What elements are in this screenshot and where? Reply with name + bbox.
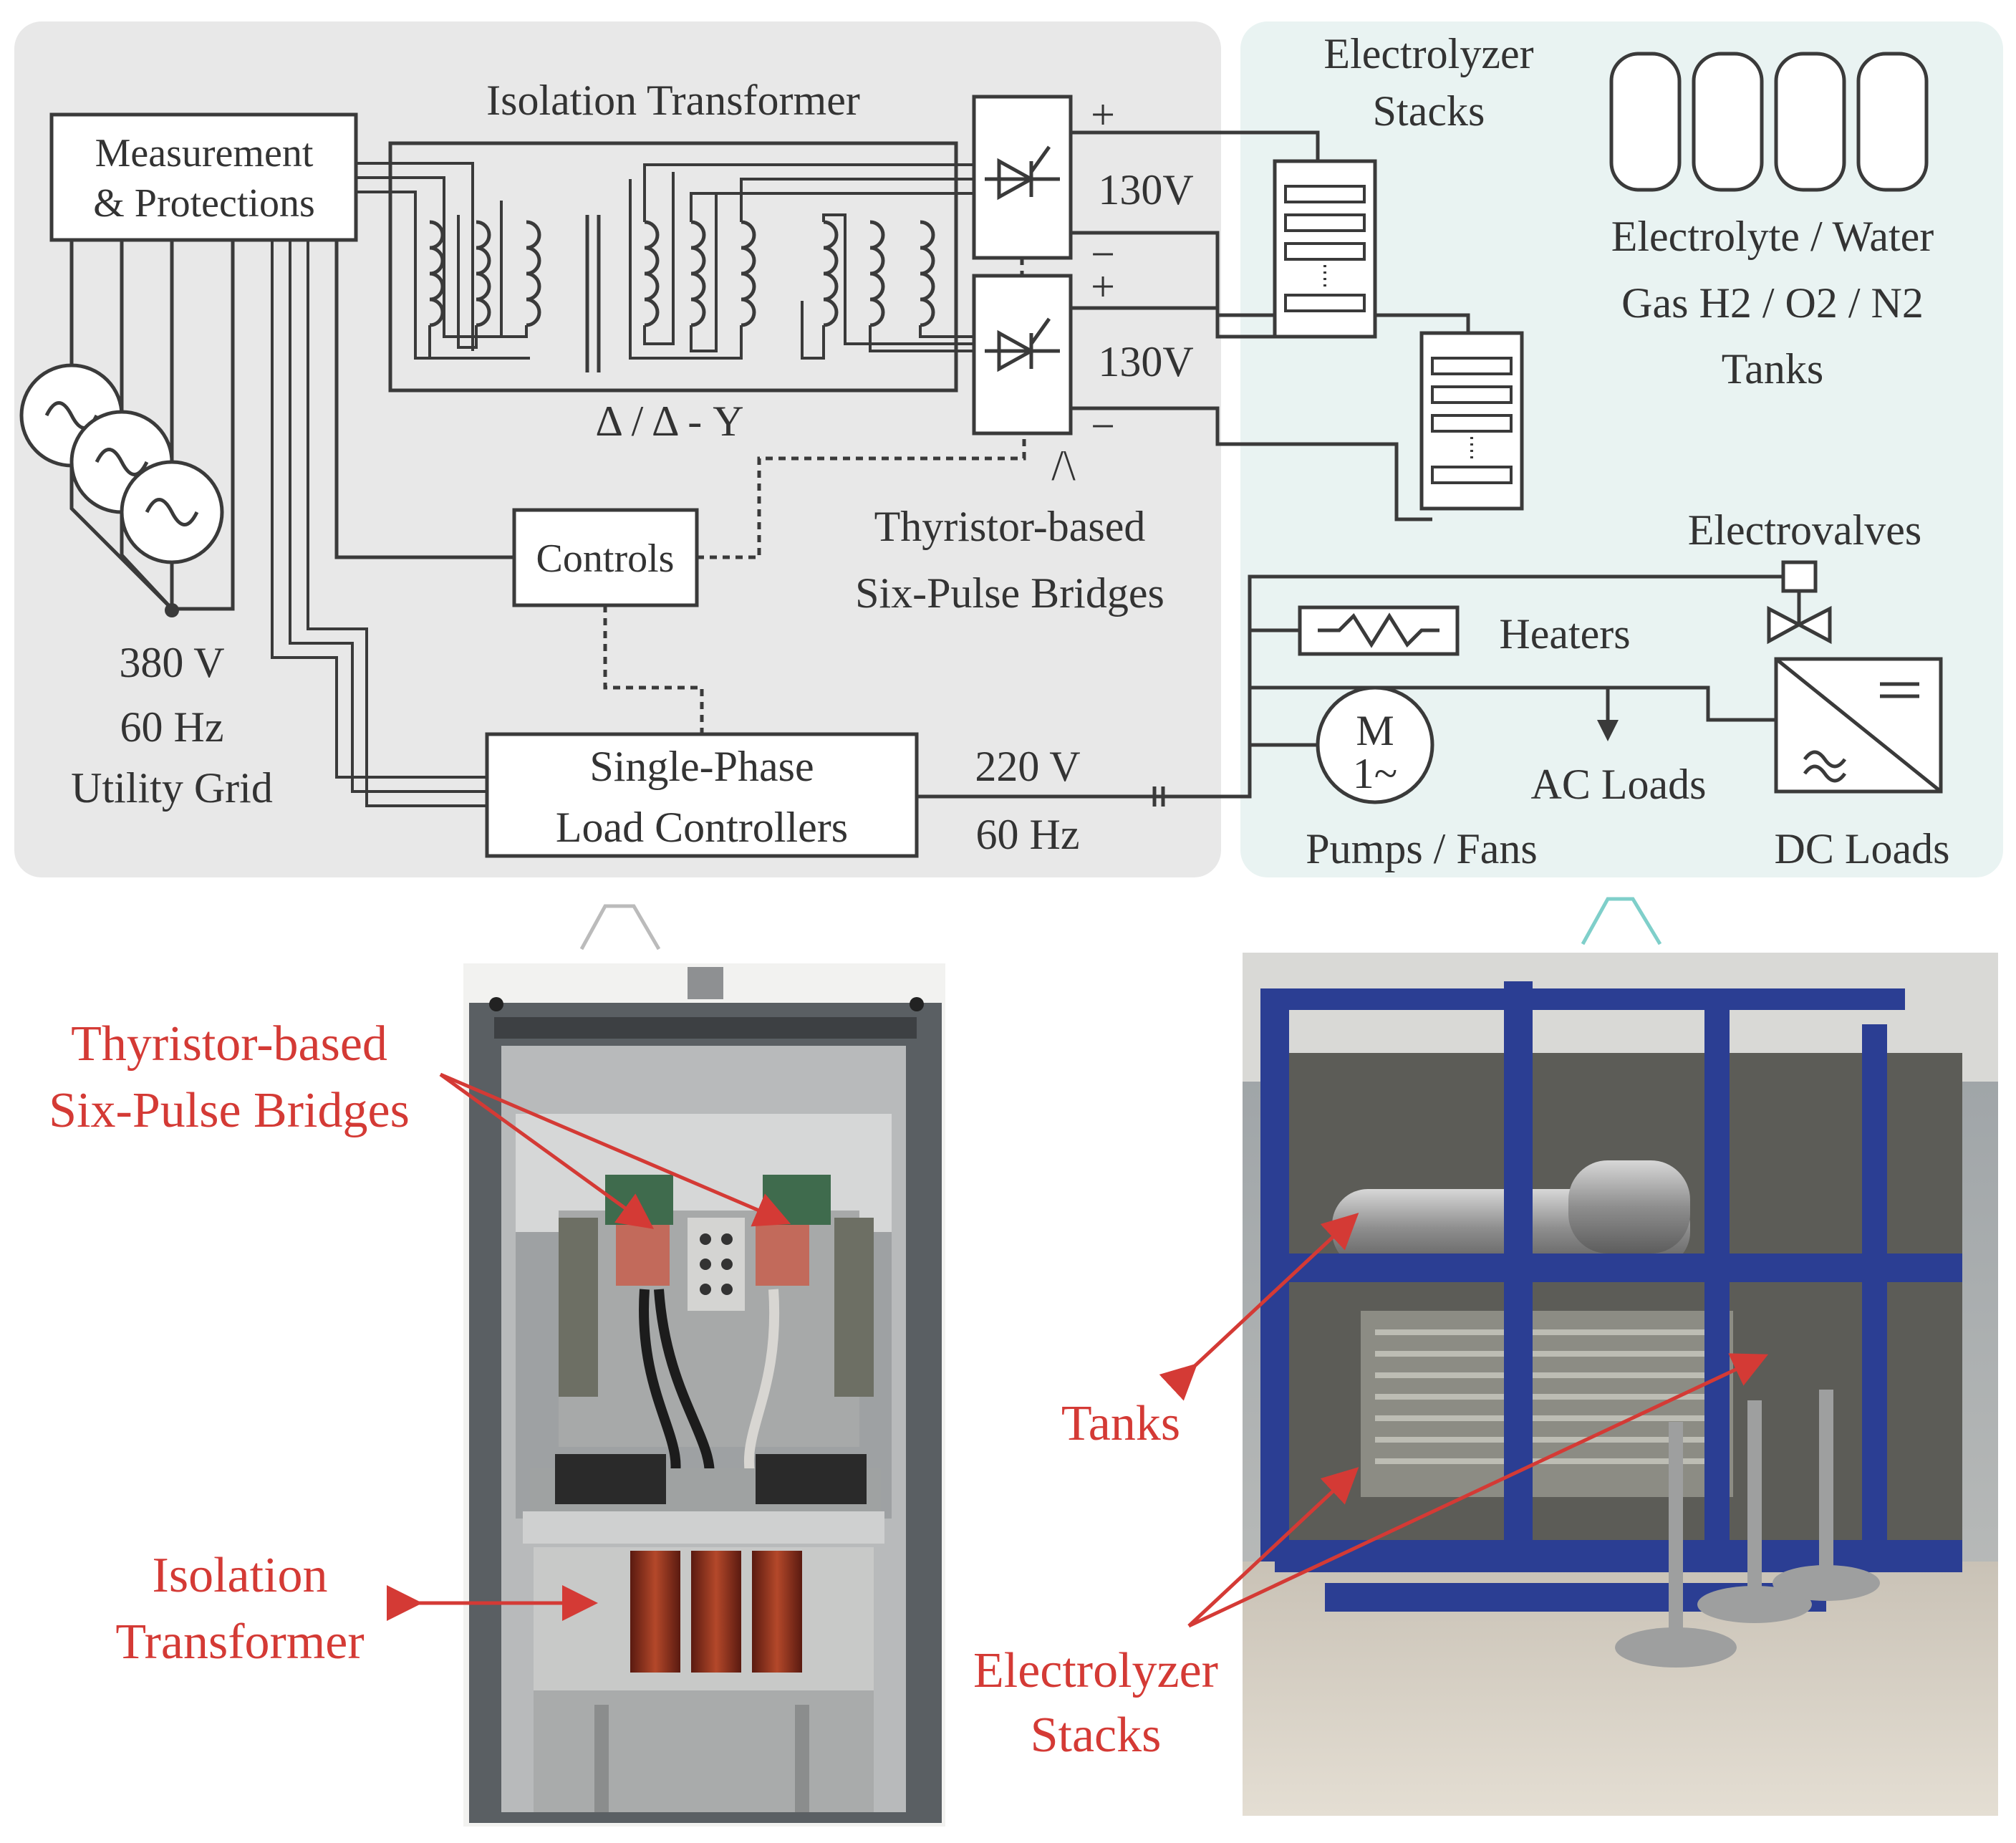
photo-bridges-label-line1: Thyristor-based (71, 1016, 387, 1072)
heater-symbol (1298, 605, 1460, 656)
measurement-label-line2: & Protections (93, 181, 315, 226)
bridges-label-line2: Six-Pulse Bridges (855, 569, 1164, 617)
measurement-protections-block: Measurement & Protections (49, 112, 358, 242)
load-ctrl-line1: Single-Phase (589, 743, 814, 790)
load-ctrl-line2: Load Controllers (556, 804, 848, 851)
tanks-label-line2: Gas H2 / O2 / N2 (1621, 279, 1924, 327)
plus-top: + (1091, 91, 1115, 138)
arrow-bridges-right (440, 1072, 791, 1227)
measurement-label-line1: Measurement (95, 131, 314, 175)
stacks-label-line1: Electrolyzer (1323, 30, 1533, 77)
motor-symbol: M 1~ (1316, 685, 1434, 804)
dc-converter-symbol (1774, 657, 1943, 794)
pumps-fans-label: Pumps / Fans (1306, 825, 1537, 872)
neutral-node (165, 603, 179, 617)
tanks-label-line1: Electrolyte / Water (1611, 213, 1934, 260)
tank-icons (1609, 52, 1929, 192)
photo-transformer-label-line2: Transformer (115, 1615, 364, 1670)
arrow-bridges-left (439, 1072, 655, 1229)
transformer-config-label: Δ / Δ - Y (595, 398, 743, 445)
heaters-label: Heaters (1499, 610, 1630, 658)
grid-voltage-label: 380 V (119, 639, 224, 686)
minus-bottom: − (1091, 403, 1115, 450)
grid-frequency-label: 60 Hz (120, 703, 224, 751)
voltage-bottom-label: 130V (1098, 338, 1193, 385)
ac-loads-label: AC Loads (1531, 761, 1707, 808)
controls-block: Controls (512, 508, 699, 607)
rectifier-top (972, 95, 1073, 260)
photo-bridges-label-line2: Six-Pulse Bridges (49, 1083, 410, 1138)
electrovalve-symbol (1767, 560, 1832, 645)
utility-grid-sources (19, 240, 235, 617)
tanks-label-line3: Tanks (1722, 345, 1823, 393)
dc-loads-label: DC Loads (1775, 825, 1950, 872)
load-controllers-block: Single-Phase Load Controllers (485, 732, 919, 858)
controls-label: Controls (536, 536, 675, 581)
isolation-transformer-symbol (388, 141, 974, 393)
electrovalves-label: Electrovalves (1688, 506, 1922, 554)
photo-stacks-label-line1: Electrolyzer (973, 1643, 1218, 1698)
ac-frequency-label: 60 Hz (976, 811, 1080, 858)
arrow-stacks-right (1187, 1353, 1769, 1628)
photo-tanks-label: Tanks (1061, 1396, 1180, 1451)
power-cabinet-photo (463, 963, 945, 1827)
rectifier-bottom (972, 274, 1073, 436)
photo-transformer-label-line1: Isolation (153, 1548, 328, 1603)
motor-m-label: M (1356, 707, 1394, 754)
minus-top: − (1091, 231, 1115, 278)
voltage-top-label: 130V (1098, 166, 1193, 213)
utility-grid-label: Utility Grid (71, 764, 273, 812)
electrolyzer-unit-photo (1243, 953, 1998, 1816)
stacks-label-line2: Stacks (1373, 87, 1485, 135)
callout-left (579, 904, 661, 951)
ac-voltage-label: 220 V (975, 743, 1080, 790)
arrow-tanks (1159, 1213, 1359, 1401)
arrow-stacks-left (1187, 1467, 1359, 1627)
callout-right (1581, 897, 1662, 945)
electrolyzer-stack-top (1273, 159, 1377, 339)
bridges-marker: /\ (1051, 442, 1076, 489)
motor-phase-label: 1~ (1353, 750, 1397, 797)
electrolyzer-stack-bottom (1419, 331, 1524, 511)
bridges-label-line1: Thyristor-based (874, 503, 1146, 550)
plus-bottom: + (1091, 263, 1115, 310)
isolation-transformer-title: Isolation Transformer (486, 77, 860, 124)
photo-stacks-label-line2: Stacks (1031, 1708, 1162, 1763)
